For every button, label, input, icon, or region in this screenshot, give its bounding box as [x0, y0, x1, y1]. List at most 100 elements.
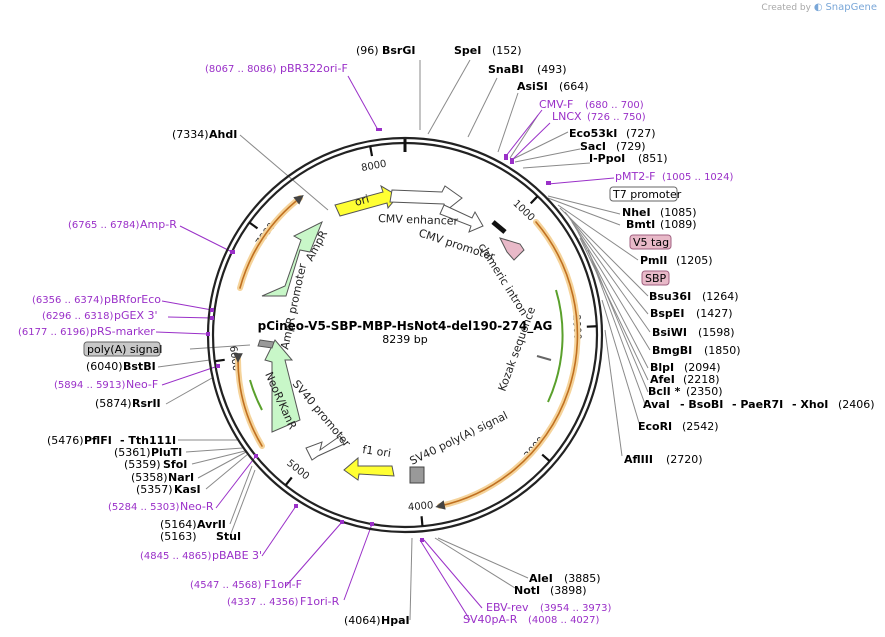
sv40-promoter-arrow	[305, 435, 345, 461]
f1-ori-arrow	[343, 456, 395, 481]
snapgene-logo-icon: ◐	[813, 2, 823, 13]
primer-pbabe3: pBABE 3'	[212, 549, 262, 562]
site-afliii-pos: (2720)	[666, 453, 703, 466]
feature-sv40-promoter-label: SV40 promoter	[290, 378, 354, 450]
primer-sv40pa-r-range: (4008 .. 4027)	[528, 615, 600, 626]
tick-mark	[248, 221, 259, 230]
primer-leaders	[155, 75, 615, 621]
site-snabi-pos: (493)	[537, 63, 567, 76]
primer-prs-marker-range: (6177 .. 6196)	[18, 327, 90, 338]
site-bsrgi: BsrGI	[382, 44, 415, 57]
primer-f1ori-r: F1ori-R	[300, 595, 340, 608]
site-sfoi: SfoI	[163, 458, 187, 471]
primer-ebv-rev-range: (3954 .. 3973)	[540, 603, 612, 614]
v5-tag-label: V5 tag	[633, 236, 669, 249]
site-bspei-pos: (1427)	[696, 307, 733, 320]
primer-neo-r-range: (5284 .. 5303)	[108, 502, 180, 513]
primer-marks	[206, 128, 551, 542]
primer-cmv-f-range: (680 .. 700)	[585, 100, 644, 111]
site-alei: AleI	[529, 572, 553, 585]
v5-sbp-block	[499, 237, 525, 261]
site-bsrgi-pos: (96)	[356, 44, 379, 57]
site-afliii: AflIII	[624, 453, 653, 466]
plasmid-name: pCineo-V5-SBP-MBP-HsNot4-del190-274_AG	[258, 319, 553, 334]
primer-pbrforeco-range: (6356 .. 6374)	[32, 295, 104, 306]
tick-label: 8000	[360, 159, 387, 174]
site-avrii-pos: (5164)	[160, 518, 197, 531]
leader-lines	[157, 59, 651, 621]
site-kasi: KasI	[174, 483, 201, 496]
site-sfoi-pos: (5359)	[124, 458, 161, 471]
site-bcli: BclI *	[648, 385, 681, 398]
primer-neo-r: Neo-R	[180, 500, 214, 513]
site-hpai: HpaI	[381, 614, 410, 627]
site-avai-pos: (2406)	[838, 398, 875, 411]
tick-label: 4000	[408, 500, 434, 513]
site-bsu36i: Bsu36I	[649, 290, 691, 303]
site-spei-pos: (152)	[492, 44, 522, 57]
site-ecori: EcoRI	[638, 420, 672, 433]
primer-pmt2-f: pMT2-F	[615, 170, 656, 183]
site-pflfi: PflFI	[84, 434, 112, 447]
site-bsobi: - BsoBI	[680, 398, 723, 411]
cmv-promoter-arrow	[439, 204, 484, 233]
neor-kanr-arrow	[264, 339, 301, 433]
chimeric-intron-block	[491, 220, 507, 234]
site-asisi: AsiSI	[517, 80, 548, 93]
tick-mark	[420, 516, 424, 527]
site-bstbi: BstBI	[123, 360, 156, 373]
site-alei-pos: (3885)	[564, 572, 601, 585]
site-nhei-pos: (1085)	[660, 206, 697, 219]
primer-sv40pa-r: SV40pA-R	[463, 613, 518, 626]
t7-promoter-label: T7 promoter	[612, 188, 682, 201]
site-pluti: PluTI	[151, 446, 182, 459]
feature-ori-label: ori	[353, 192, 370, 208]
primer-amp-r: Amp-R	[140, 218, 177, 231]
site-tth111i: - Tth111I	[120, 434, 176, 447]
feature-f1-ori-label: f1 ori	[362, 443, 392, 460]
site-avai: AvaI	[643, 398, 670, 411]
boxed-labels: T7 promoter V5 tag SBP poly(A) signal	[83, 186, 682, 357]
sv40-polya-block	[409, 466, 425, 484]
primer-pbr322ori-f: pBR322ori-F	[280, 62, 348, 75]
feature-sv40-polya-label: SV40 poly(A) signal	[408, 409, 510, 468]
site-bcli-pos: (2350)	[686, 385, 723, 398]
site-snabi: SnaBI	[488, 63, 524, 76]
site-stui: StuI	[216, 530, 241, 543]
primer-f1ori-f: F1ori-F	[264, 578, 302, 591]
site-ahdi-pos: (7334)	[172, 128, 209, 141]
site-bsu36i-pos: (1264)	[702, 290, 739, 303]
site-pflfi-pos: (5476)	[47, 434, 84, 447]
site-saci-pos: (729)	[616, 140, 646, 153]
primer-lncx: LNCX	[552, 110, 582, 123]
site-nhei: NheI	[622, 206, 651, 219]
site-eco53ki: Eco53kI	[569, 127, 617, 140]
primer-labels: (8067 .. 8086)pBR322ori-F CMV-F (680 .. 7…	[18, 62, 734, 626]
site-ippoi: I-PpoI	[589, 152, 625, 165]
primer-neo-f-range: (5894 .. 5913)	[54, 380, 126, 391]
site-bsiwi-pos: (1598)	[698, 326, 735, 339]
tick-label: 5000	[284, 458, 311, 482]
site-saci: SacI	[580, 140, 606, 153]
site-nari-pos: (5358)	[131, 471, 168, 484]
sbp-label: SBP	[645, 272, 667, 285]
site-stui-pos: (5163)	[160, 530, 197, 543]
site-avrii: AvrII	[197, 518, 226, 531]
tick-mark	[541, 453, 551, 463]
site-kasi-pos: (5357)	[136, 483, 173, 496]
restriction-sites: (96)BsrGI SpeI(152) SnaBI(493) AsiSI(664…	[47, 44, 875, 627]
primer-f1ori-f-range: (4547 .. 4568)	[190, 580, 262, 591]
ampr-arrow	[261, 220, 323, 297]
site-pmli-pos: (1205)	[676, 254, 713, 267]
site-asisi-pos: (664)	[559, 80, 589, 93]
site-ahdi: AhdI	[209, 128, 237, 141]
site-nari: NarI	[168, 471, 194, 484]
plasmid-length: 8239 bp	[382, 333, 427, 346]
site-noti: NotI	[514, 584, 540, 597]
cmv-enhancer-arrow	[389, 185, 463, 211]
site-xhoi: - XhoI	[792, 398, 828, 411]
primer-cmv-f: CMV-F	[539, 98, 573, 111]
primer-pbr322ori-f-range: (8067 .. 8086)	[205, 64, 277, 75]
site-pmli: PmlI	[640, 254, 667, 267]
